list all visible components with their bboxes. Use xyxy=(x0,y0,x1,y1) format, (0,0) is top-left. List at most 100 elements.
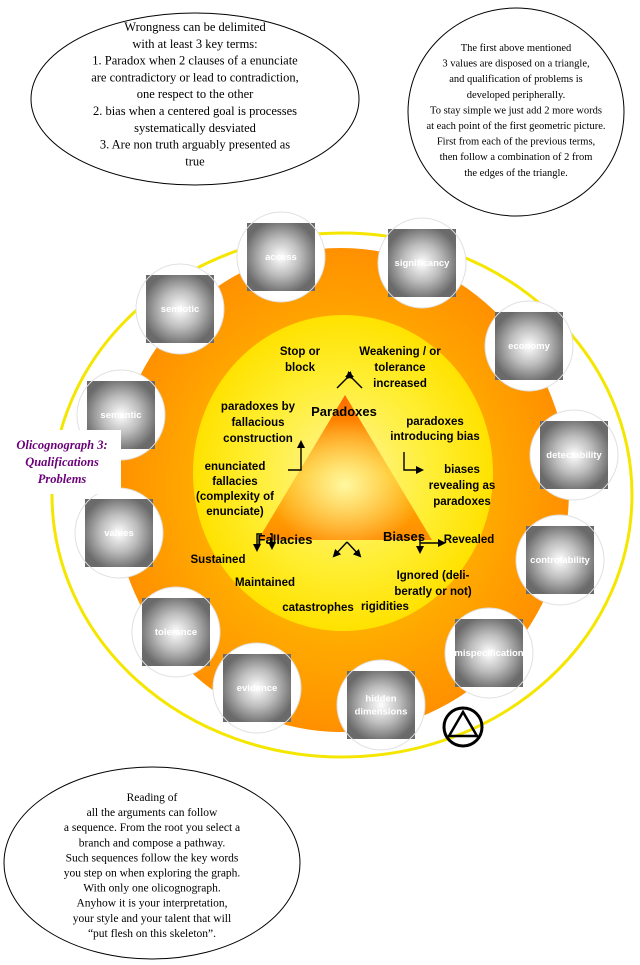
arrow-catastrophes xyxy=(332,541,348,558)
text-line: and qualification of problems is xyxy=(449,74,583,85)
arrow-sustained xyxy=(253,533,262,552)
node-label: mispecification xyxy=(454,648,523,659)
text-line: With only one olicognograph. xyxy=(83,883,221,895)
node-outline xyxy=(484,300,574,392)
arrows xyxy=(253,370,446,558)
text-line: Sustained xyxy=(191,554,246,566)
node-significancy: significancy xyxy=(377,217,467,309)
text-line: mispecification xyxy=(454,648,523,659)
text-line: 3. Are non truth arguably presented as xyxy=(100,138,290,152)
text-line: one respect to the other xyxy=(137,87,254,101)
text-line: controlability xyxy=(530,555,590,566)
text-line: tolerance xyxy=(155,627,197,638)
node-square xyxy=(347,671,415,739)
node-outline xyxy=(336,659,426,751)
node-square xyxy=(526,526,594,594)
node-tolerance: tolerance xyxy=(131,586,221,678)
node-mispecification: mispecification xyxy=(444,607,534,699)
top-right-note: The first above mentioned 3 values are di… xyxy=(407,7,625,217)
text-line: To stay simple we just add 2 more words xyxy=(430,105,602,116)
text-line: fallacious xyxy=(231,417,284,429)
node-controlability: controlability xyxy=(515,514,605,606)
node-label: economy xyxy=(508,341,550,352)
node-label: semantic xyxy=(100,410,141,421)
text-line: enunciate) xyxy=(206,506,264,518)
text-line: systematically desviated xyxy=(134,121,257,135)
text-line: catastrophes xyxy=(282,602,354,614)
node-square xyxy=(142,598,210,666)
text-line: paradoxes xyxy=(433,496,491,508)
outer-nodes: access significancy economy detectability co… xyxy=(74,211,619,751)
text-line: enunciated xyxy=(205,461,266,473)
label-paradoxes-by-fallacious: paradoxes by fallacious construction xyxy=(221,401,296,445)
node-outline xyxy=(529,409,619,501)
text-line: First from each of the previous terms, xyxy=(437,137,595,148)
arrow-rigidities xyxy=(346,541,362,558)
text-line: true xyxy=(185,154,205,168)
text-line: Qualifications xyxy=(25,455,99,469)
node-values: values xyxy=(74,487,164,579)
node-square xyxy=(247,223,315,291)
text-line: block xyxy=(285,362,316,374)
text-line: all the arguments can follow xyxy=(87,807,218,819)
arrow-weakening xyxy=(344,370,363,389)
text-line: 3 values are disposed on a triangle, xyxy=(442,59,589,70)
node-outline xyxy=(212,642,302,734)
label-ignored: Ignored (deli-beratly or not) xyxy=(394,570,471,598)
text-line: detectability xyxy=(546,450,602,461)
arrow-maintained xyxy=(268,533,276,550)
node-outline xyxy=(377,217,467,309)
label-revealed: Revealed xyxy=(444,534,495,546)
text-line: values xyxy=(104,528,134,539)
text-line: are contradictory or lead to contradicti… xyxy=(91,70,299,84)
text-line: branch and compose a pathway. xyxy=(79,837,226,849)
node-outline xyxy=(444,607,534,699)
text-line: paradoxes xyxy=(406,416,464,428)
text-line: fallacies xyxy=(212,476,257,488)
text-line: Olicognograph 3: xyxy=(16,438,107,452)
vertex-paradoxes: Paradoxes xyxy=(311,404,377,419)
text-line: 2. bias when a centered goal is processe… xyxy=(93,104,297,118)
node-label: access xyxy=(265,252,297,263)
text-line: Weakening / or xyxy=(359,346,441,358)
node-label: evidence xyxy=(237,683,278,694)
text-line: construction xyxy=(223,433,293,445)
text-line: you step on when exploring the graph. xyxy=(64,868,241,880)
text-line: rigidities xyxy=(361,601,409,613)
node-square xyxy=(223,654,291,722)
node-square xyxy=(455,619,523,687)
label-sustained: Sustained xyxy=(191,554,246,566)
text-line: hidden xyxy=(365,694,396,705)
arrow-paradoxes-by-fallacious xyxy=(288,440,305,471)
text-line: The first above mentioned xyxy=(461,43,572,54)
node-square xyxy=(146,275,214,343)
node-square xyxy=(85,499,153,567)
node-label: semiotic xyxy=(161,304,200,315)
node-square xyxy=(540,421,608,489)
label-catastrophes: catastrophes xyxy=(282,602,354,614)
text-line: Revealed xyxy=(444,534,495,546)
text-line: Such sequences follow the key words xyxy=(66,852,239,864)
text-line: “put flesh on this skeleton”. xyxy=(88,928,216,940)
text-line: Ignored (deli- xyxy=(397,570,470,582)
text-line: paradoxes by xyxy=(221,401,296,413)
text-line: then follow a combination of 2 from xyxy=(440,152,593,163)
text-line: Wrongness can be delimited xyxy=(124,20,266,34)
text-line: access xyxy=(265,252,297,263)
label-maintained: Maintained xyxy=(235,577,295,589)
text-line: the edges of the triangle. xyxy=(464,168,568,179)
node-detectability: detectability xyxy=(529,409,619,501)
node-outline xyxy=(131,586,221,678)
triangle xyxy=(258,395,432,540)
node-economy: economy xyxy=(484,300,574,392)
text-line: (complexity of xyxy=(196,491,274,503)
